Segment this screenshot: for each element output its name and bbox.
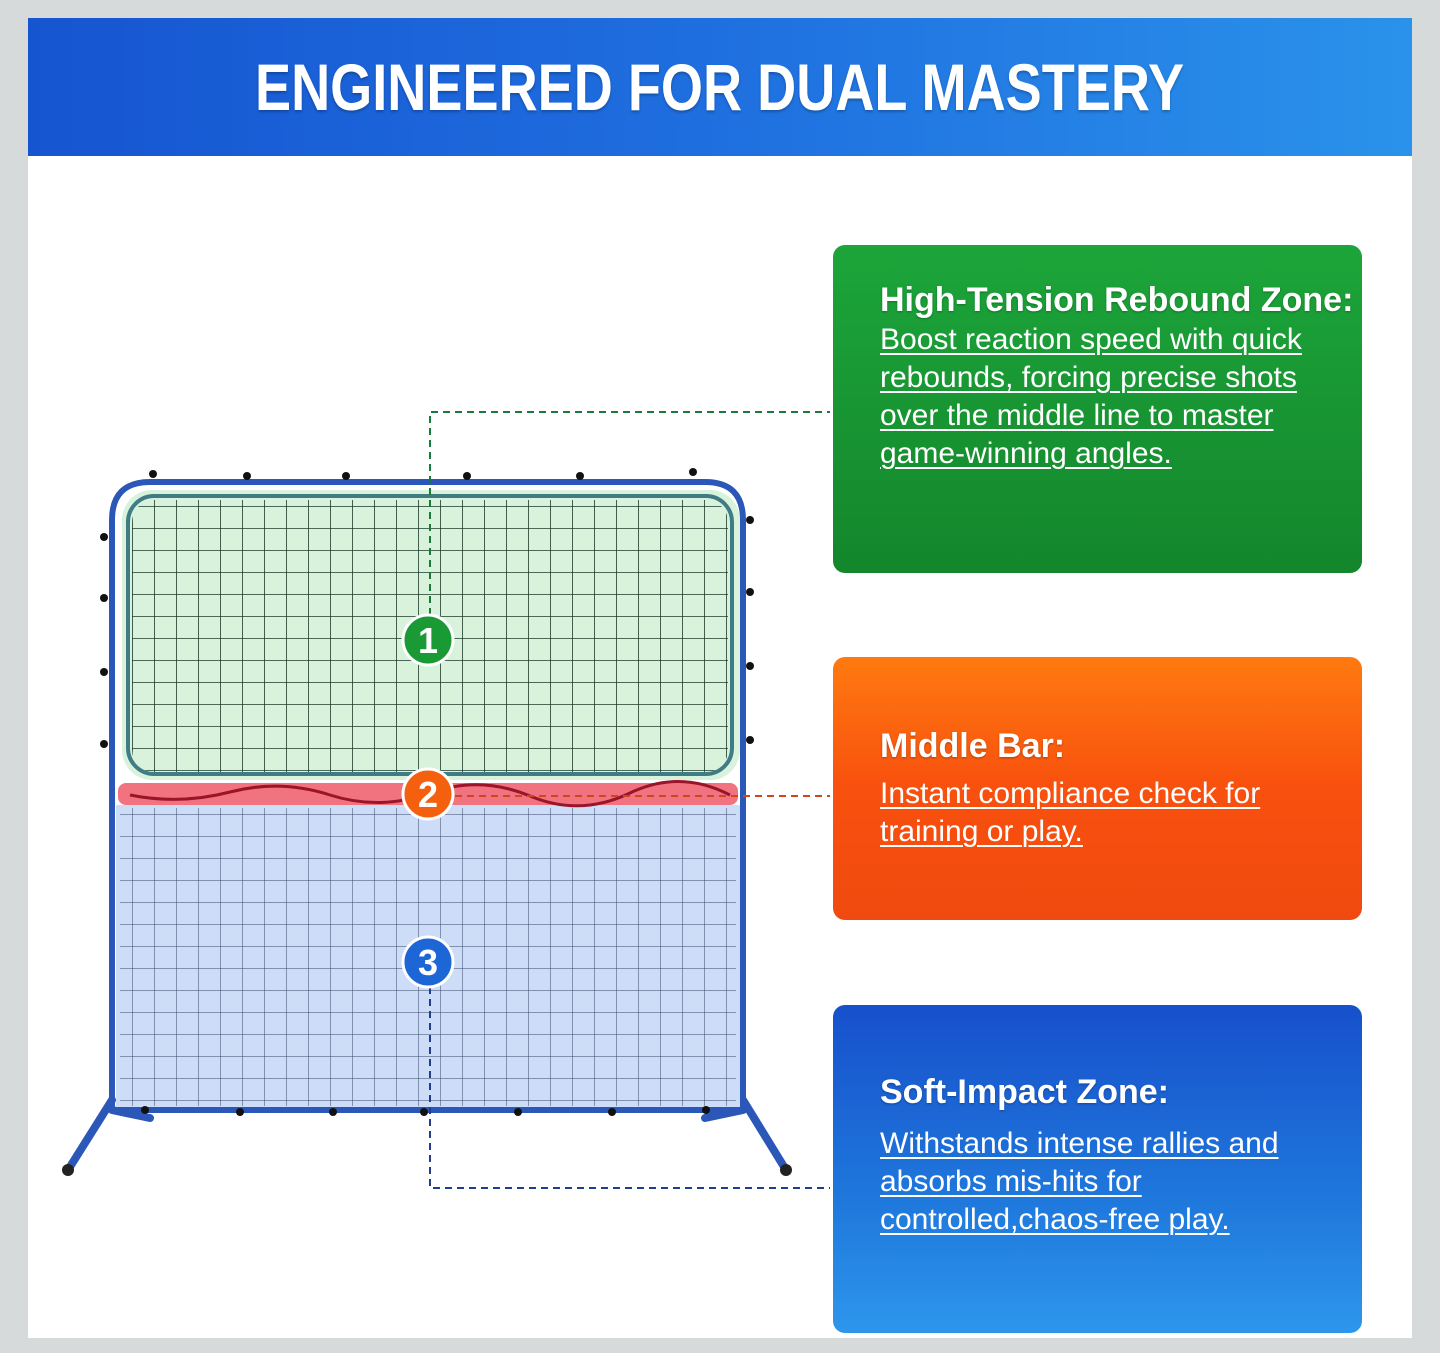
zone-2-callout: Middle Bar: Instant compliance check for… bbox=[833, 657, 1362, 920]
frame bbox=[109, 479, 746, 1113]
zone-marker-1: 1 bbox=[401, 613, 455, 667]
leader-line-3 bbox=[429, 987, 830, 1189]
zone-1-title: High-Tension Rebound Zone: bbox=[880, 281, 1354, 319]
frame-clips bbox=[100, 468, 754, 1116]
svg-text:1: 1 bbox=[418, 620, 438, 661]
zone-2-description: Instant compliance check for training or… bbox=[880, 777, 1261, 848]
lower-net-zone bbox=[116, 805, 740, 1110]
zone-marker-3: 3 bbox=[401, 935, 455, 989]
zone-1-callout: High-Tension Rebound Zone: Boost reactio… bbox=[833, 245, 1362, 573]
zone-1-description: Boost reaction speed with quick rebounds… bbox=[880, 323, 1302, 470]
page-title: ENGINEERED FOR DUAL MASTERY bbox=[255, 50, 1185, 124]
svg-text:3: 3 bbox=[418, 942, 438, 983]
header-banner: ENGINEERED FOR DUAL MASTERY bbox=[28, 18, 1412, 156]
zone-3-description: Withstands intense rallies and absorbs m… bbox=[880, 1127, 1279, 1236]
zone-3-callout: Soft-Impact Zone: Withstands intense ral… bbox=[833, 1005, 1362, 1333]
zone-marker-2: 2 bbox=[401, 767, 455, 821]
svg-text:2: 2 bbox=[418, 774, 438, 815]
zone-3-title: Soft-Impact Zone: bbox=[880, 1073, 1169, 1111]
zone-2-title: Middle Bar: bbox=[880, 727, 1066, 765]
leader-line-1 bbox=[429, 411, 830, 615]
